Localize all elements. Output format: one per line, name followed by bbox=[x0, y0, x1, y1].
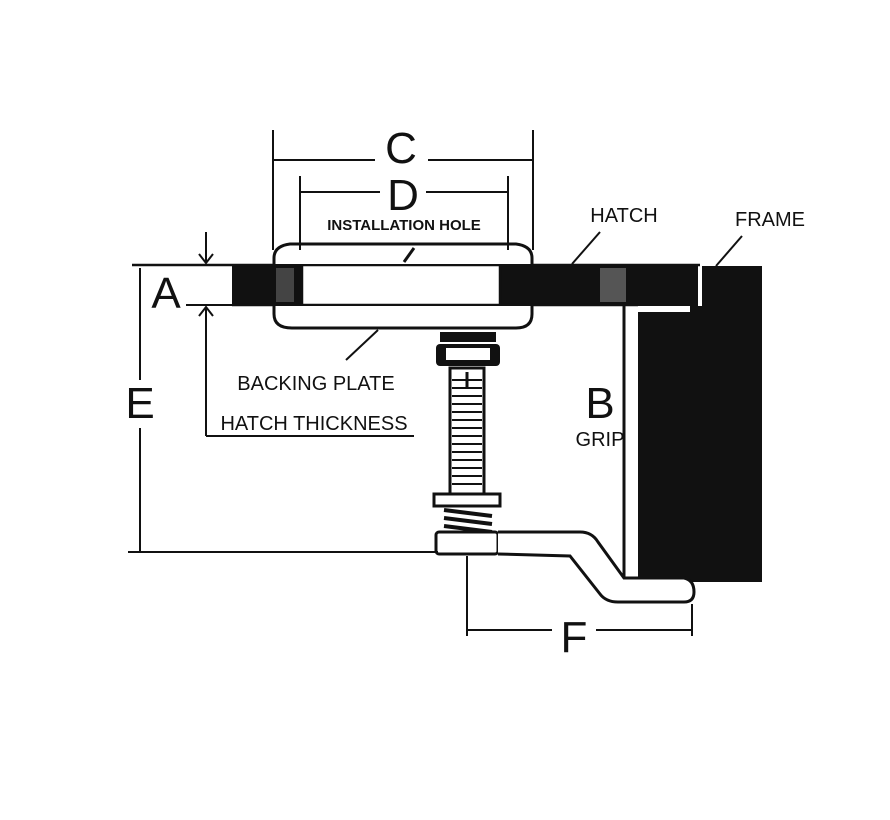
cam-arm bbox=[497, 530, 696, 604]
dimension-c bbox=[272, 130, 534, 250]
dim-c-label: C bbox=[385, 124, 417, 173]
backing-plate-label: BACKING PLATE bbox=[237, 373, 394, 395]
dim-b-label: B bbox=[585, 379, 614, 428]
frame-label: FRAME bbox=[735, 209, 805, 231]
grip-label: GRIP bbox=[576, 429, 625, 451]
latch-stud-assembly bbox=[432, 332, 696, 604]
backing-plate bbox=[272, 306, 534, 330]
hatch-right-shade bbox=[600, 268, 626, 302]
frame-leader bbox=[715, 235, 743, 267]
dim-e-label: E bbox=[125, 379, 154, 428]
dimension-f bbox=[466, 556, 693, 636]
backing-plate-leader bbox=[345, 329, 379, 361]
frame-slot bbox=[696, 266, 702, 306]
latch-flange-top bbox=[272, 242, 534, 264]
stud-bottom-nut bbox=[434, 530, 500, 556]
hatch-thickness-label: HATCH THICKNESS bbox=[220, 413, 407, 435]
dim-d-label: D bbox=[387, 171, 419, 220]
stud-threads bbox=[452, 379, 482, 485]
hatch-right-section bbox=[500, 265, 698, 306]
backing-plate-shape bbox=[272, 306, 534, 330]
dim-a-label: A bbox=[151, 269, 181, 318]
dimension-d bbox=[299, 176, 509, 250]
stud-spring bbox=[443, 508, 493, 534]
stud-nut-highlight bbox=[446, 348, 490, 360]
dim-f-label: F bbox=[561, 613, 588, 662]
hatch-leader bbox=[571, 231, 601, 265]
frame-body bbox=[638, 266, 762, 582]
dimension-e bbox=[128, 268, 438, 553]
latch-head bbox=[272, 242, 534, 305]
dimension-a bbox=[186, 232, 414, 437]
stud-nut bbox=[440, 332, 496, 342]
hatch-label: HATCH bbox=[590, 205, 657, 227]
stud-washer bbox=[432, 492, 502, 508]
frame-part bbox=[622, 266, 762, 582]
hatch-part bbox=[132, 263, 700, 307]
latch-key-slot bbox=[402, 247, 416, 263]
hatch-left-shade bbox=[276, 268, 294, 302]
installation-hole-label: INSTALLATION HOLE bbox=[327, 217, 481, 234]
